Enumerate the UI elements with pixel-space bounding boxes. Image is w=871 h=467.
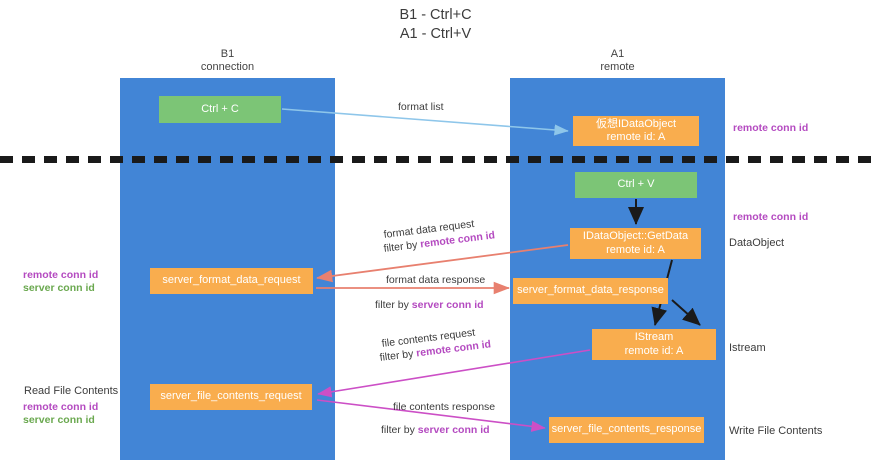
section-divider (0, 156, 871, 163)
server-conn-id-text: server conn id (23, 282, 95, 294)
label-read-file-contents: Read File Contents (24, 385, 119, 397)
node-server-format-data-request[interactable]: server_format_data_request (150, 268, 313, 294)
node-virtual-idataobject[interactable]: 仮想IDataObject remote id: A (573, 116, 699, 146)
edge-label-filter-by-server-conn-id-1: filter by server conn id (375, 299, 484, 312)
edge-label-text: file contents response (393, 401, 496, 413)
server-conn-id-text: server conn id (23, 414, 95, 426)
node-server-file-contents-request[interactable]: server_file_contents_request (150, 384, 312, 410)
edge-label-text: format data response (386, 274, 486, 286)
conn-id-emphasis: server conn id (417, 424, 490, 436)
edge-label-format-data-response: format data response (386, 274, 485, 287)
diagram-title: B1 - Ctrl+C A1 - Ctrl+V (399, 7, 472, 42)
label-remote-conn-id-top: remote conn id (733, 122, 809, 134)
edge-label-text: format list (398, 101, 444, 113)
swimlane-header-a1: A1 remote (600, 48, 635, 73)
edge-label-text: filter by (375, 299, 412, 311)
remote-conn-id-text: remote conn id (23, 269, 99, 281)
edge-label-format-list: format list (398, 101, 444, 114)
edge-label-filter-by-server-conn-id-2: filter by server conn id (381, 424, 490, 437)
node-idataobject-getdata[interactable]: IDataObject::GetData remote id: A (570, 228, 701, 259)
swimlane-header-b1: B1 connection (200, 48, 255, 73)
label-istream-label: Istream (729, 342, 766, 354)
label-write-file-contents: Write File Contents (729, 425, 823, 437)
node-istream[interactable]: IStream remote id: A (592, 329, 716, 360)
node-server-format-data-response[interactable]: server_format_data_response (513, 278, 668, 304)
node-ctrl-v[interactable]: Ctrl + V (575, 172, 697, 198)
node-server-file-contents-response[interactable]: server_file_contents_response (549, 417, 704, 443)
conn-id-emphasis: server conn id (411, 299, 484, 311)
node-ctrl-c[interactable]: Ctrl + C (159, 96, 281, 123)
label-remote-conn-id-mid: remote conn id (733, 211, 809, 223)
edge-label-file-contents-response: file contents response (393, 401, 495, 414)
label-dataobject: DataObject (729, 237, 785, 249)
edge-label-text: filter by (381, 424, 418, 436)
remote-conn-id-text: remote conn id (23, 401, 99, 413)
